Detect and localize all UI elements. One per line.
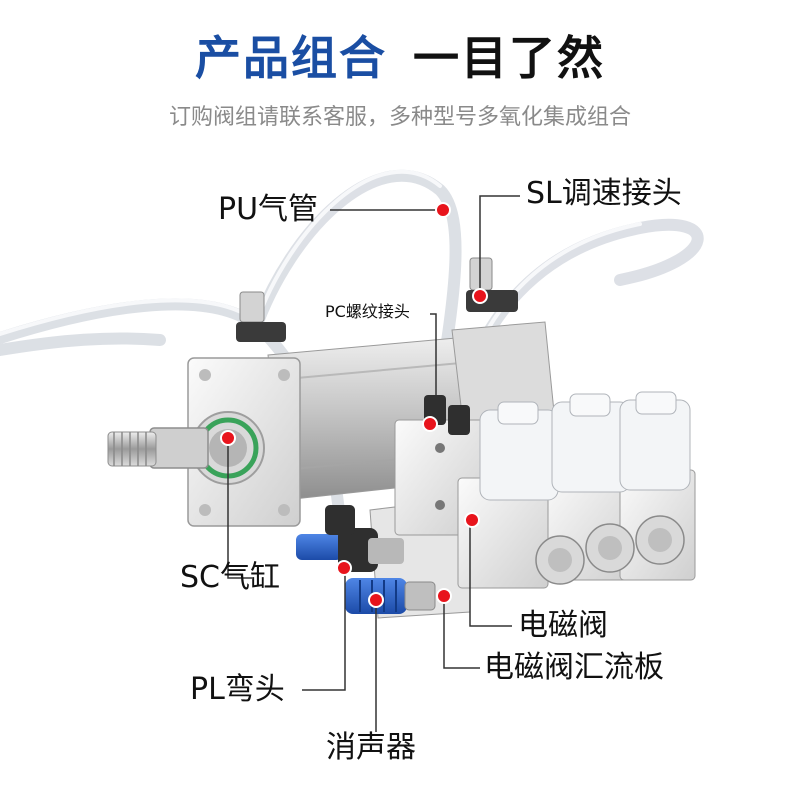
label-sl-fitting: SL调速接头: [526, 176, 682, 211]
solenoid-valves: [457, 391, 696, 589]
label-solenoid-valve: 电磁阀: [518, 608, 608, 643]
header: 产品组合一目了然 订购阀组请联系客服，多种型号多氧化集成组合: [0, 0, 800, 150]
product-illustration: [0, 169, 704, 732]
page-subtitle: 订购阀组请联系客服，多种型号多氧化集成组合: [168, 105, 631, 130]
label-muffler: 消声器: [326, 730, 416, 765]
label-pu-tube: PU气管: [218, 192, 319, 227]
label-manifold: 电磁阀汇流板: [484, 650, 664, 685]
title-part1: 产品组合: [195, 31, 387, 85]
title-part2: 一目了然: [413, 31, 605, 85]
sl-fittings: [236, 257, 518, 342]
label-sc-cylinder: SC气缸: [180, 560, 280, 595]
page-title: 产品组合一目了然: [0, 28, 800, 88]
marker-dots: [220, 202, 488, 608]
label-pc-fitting: PC螺纹接头: [325, 302, 410, 321]
leader-lines: [227, 195, 520, 732]
pl-elbows: [296, 505, 404, 572]
label-pl-elbow: PL弯头: [190, 672, 285, 707]
muffler: [345, 578, 436, 614]
